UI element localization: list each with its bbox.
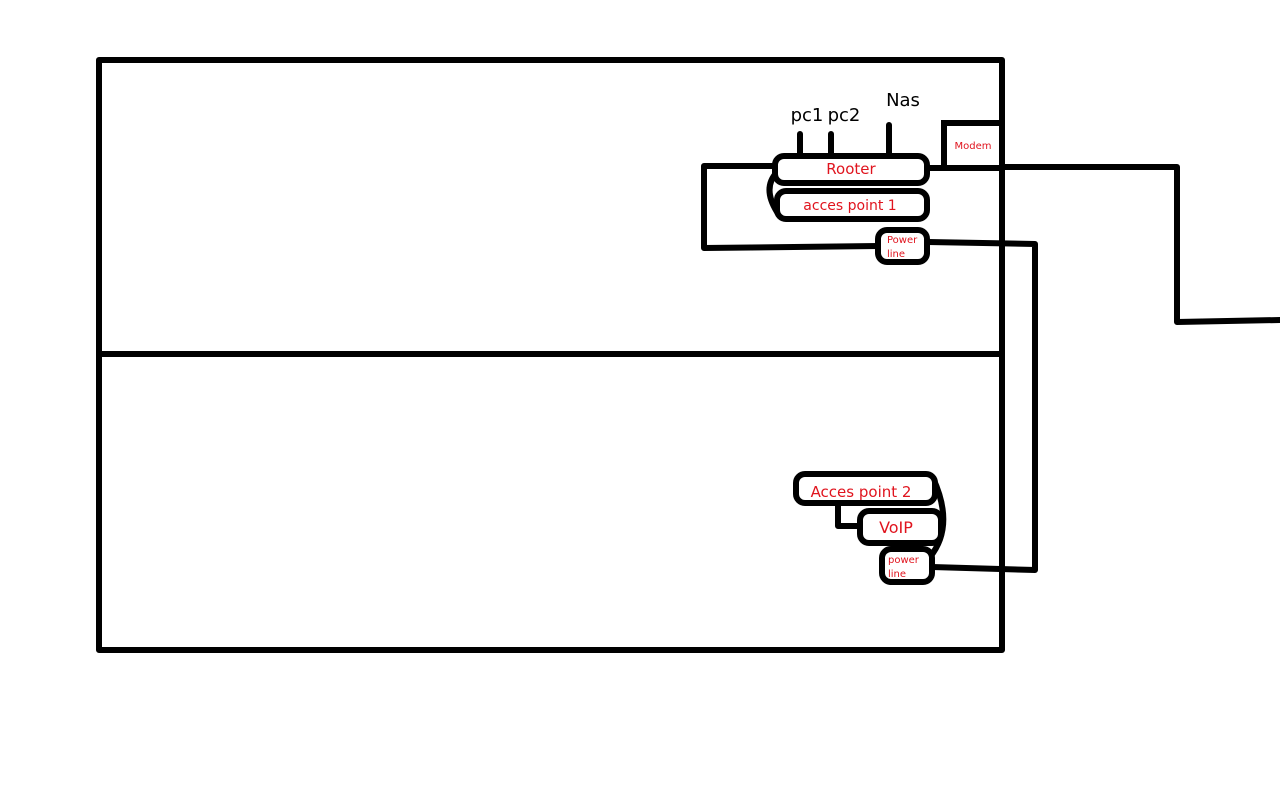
powerline-top-box <box>875 227 930 265</box>
router-powerline-loop <box>701 163 881 251</box>
modem-label: Modem <box>955 141 992 152</box>
ap2-voip-link <box>835 500 863 529</box>
access-point-1-box <box>774 188 930 222</box>
modem-box <box>941 120 1005 171</box>
voip-box <box>857 508 944 546</box>
nas-label: Nas <box>886 90 920 111</box>
powerline-bottom-label-1: power <box>888 555 920 566</box>
access-point-1-label: acces point 1 <box>803 198 896 214</box>
access-point-2-box <box>793 471 938 506</box>
pc1-label: pc1 <box>791 105 824 126</box>
powerline-connection <box>925 239 1038 573</box>
voip-label: VoIP <box>879 518 913 537</box>
access-point-2-label: Acces point 2 <box>811 483 912 501</box>
external-line <box>997 164 1280 325</box>
powerline-top-label-1: Power <box>887 235 918 246</box>
powerline-bottom-label-2: line <box>888 569 906 580</box>
powerline-bottom-box <box>879 546 935 585</box>
pc2-label: pc2 <box>828 105 861 126</box>
lower-floor <box>96 351 1005 653</box>
router-label: Rooter <box>826 160 876 178</box>
powerline-top-label-2: line <box>887 249 905 260</box>
